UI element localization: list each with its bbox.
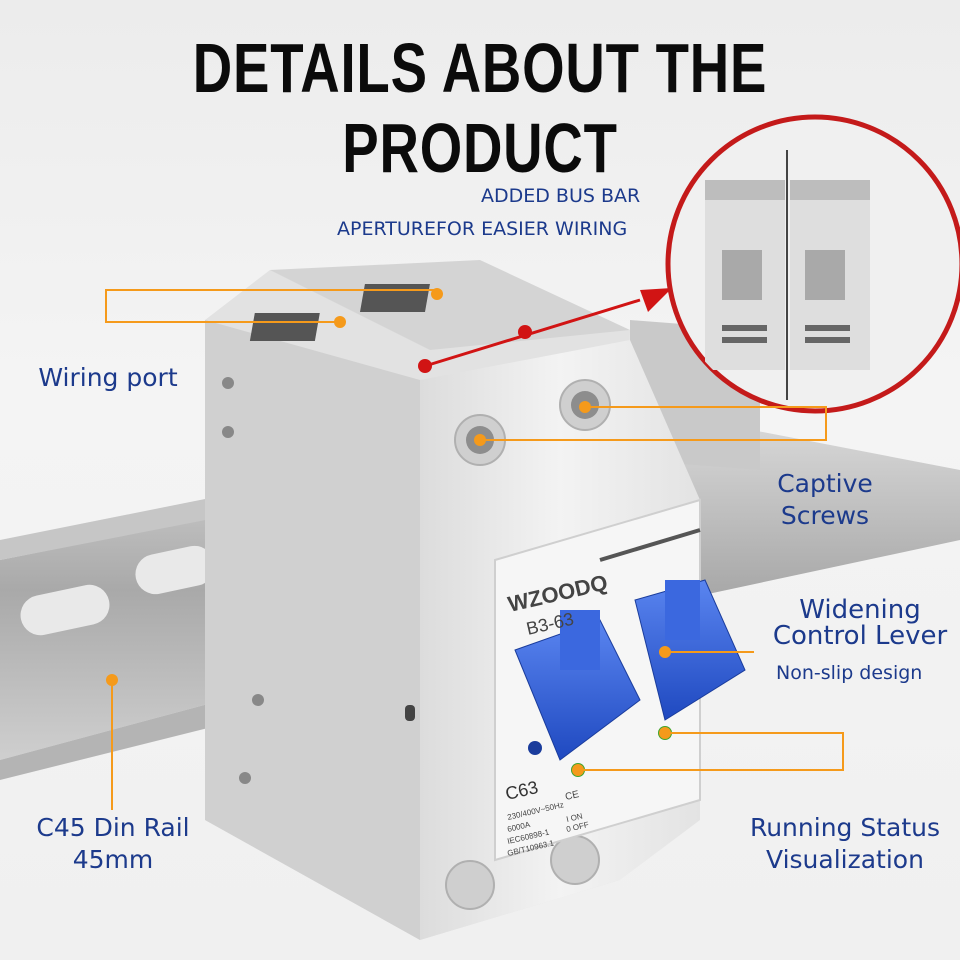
callout-lines	[105, 289, 844, 810]
running-status-label-line2: Visualization	[766, 845, 924, 874]
bus-bar-label-line1: ADDED BUS BAR	[481, 185, 641, 207]
captive-screws-label-line1: Captive	[777, 469, 873, 498]
lever-sublabel: Non-slip design	[776, 662, 923, 684]
page-title: DETAILS ABOUT THE PRODUCT	[192, 29, 768, 187]
bus-bar-label-line2: APERTUREFOR EASIER WIRING	[337, 218, 628, 240]
din-rail-label-line1: C45 Din Rail	[36, 813, 190, 842]
captive-screws-label-line2: Screws	[780, 501, 870, 530]
lever-label-line1: Widening	[799, 595, 921, 625]
ce-mark: CE	[564, 789, 580, 803]
din-rail-label-line2: 45mm	[72, 845, 154, 874]
bus-bar-inset	[665, 114, 960, 414]
lever-label-line2: Control Lever	[772, 621, 948, 651]
breaker-body	[205, 260, 701, 940]
control-levers	[514, 579, 746, 761]
on-label: I ON	[565, 811, 583, 824]
running-status-label-line1: Running Status	[749, 813, 941, 842]
wiring-port-label: Wiring port	[38, 363, 178, 392]
callout-dots	[106, 288, 671, 776]
bus-bar-arrow	[418, 288, 672, 373]
